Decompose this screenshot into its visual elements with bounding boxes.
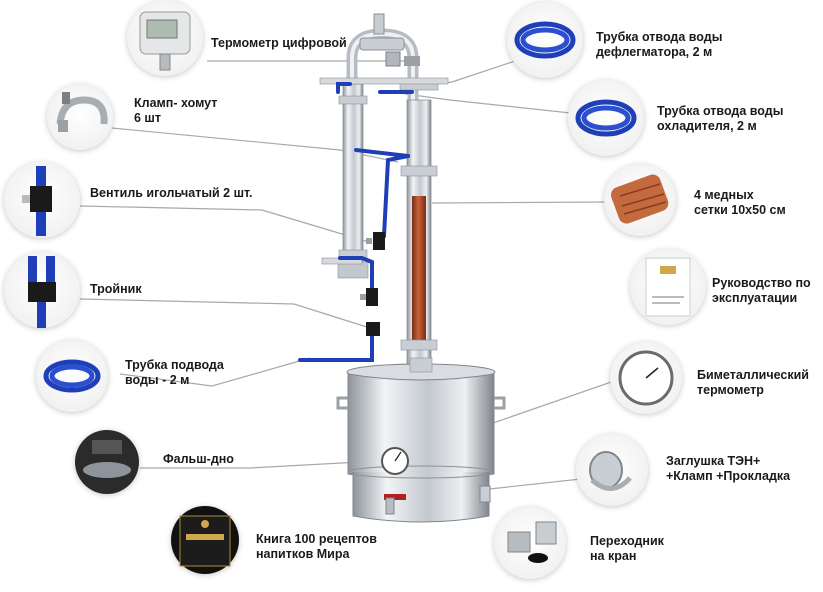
label-inlet-tube: Трубка подвода воды - 2 м	[125, 358, 224, 387]
leader-valve	[79, 205, 373, 244]
left-column	[342, 83, 364, 275]
label-copper-mesh: 4 медных сетки 10х50 см	[694, 188, 786, 217]
leader-clamp	[111, 127, 399, 163]
label-thermometer-digital: Термометр цифровой	[211, 36, 347, 50]
label-tee: Тройник	[90, 282, 142, 296]
clamp-icon	[47, 84, 113, 150]
false-bottom-icon	[75, 430, 139, 494]
needle-valves	[360, 232, 385, 306]
copper-mesh-icon	[604, 164, 676, 236]
leader-inlet	[119, 357, 311, 387]
needle-valve-icon	[4, 162, 80, 238]
leader-false-bottom	[140, 461, 361, 469]
distiller-apparatus	[298, 13, 506, 523]
label-cooler-tube: Трубка отвода воды охладителя, 2 м	[657, 104, 784, 133]
leader-tee	[79, 298, 371, 329]
tee-fitting	[366, 322, 380, 336]
recipe-book-icon	[171, 506, 239, 574]
dial-thermometer-icon	[610, 342, 682, 414]
label-manual: Руководство по эксплуатации	[712, 276, 811, 305]
top-valve	[373, 13, 385, 35]
heater-plug-icon	[576, 434, 648, 506]
label-needle-valve: Вентиль игольчатый 2 шт.	[90, 186, 253, 200]
tap-adapter-icon	[494, 507, 566, 579]
tee-fitting-icon	[4, 252, 80, 328]
copper-packing	[412, 196, 426, 348]
digital-thermometer-icon	[127, 0, 203, 76]
leader-plug	[479, 477, 591, 491]
label-false-bottom: Фальш-дно	[163, 452, 234, 466]
blue-tube-coil-icon-cooler	[568, 80, 644, 156]
label-recipe-book: Книга 100 рецептов напитков Мира	[256, 532, 377, 561]
manual-booklet-icon	[630, 249, 706, 325]
leader-mesh	[431, 201, 608, 204]
label-tap-adapter: Переходник на кран	[590, 534, 664, 563]
label-bimetal-thermometer: Биметаллический термометр	[697, 368, 809, 397]
leader-cooler	[404, 93, 581, 115]
label-dephlegmator-tube: Трубка отвода воды дефлегматора, 2 м	[596, 30, 723, 59]
label-clamp: Кламп- хомут 6 шт	[134, 96, 218, 125]
blue-tube-coil-icon-inlet	[36, 340, 108, 412]
blue-water-tubes	[298, 82, 414, 362]
blue-tube-coil-icon-dephlegmator	[507, 2, 583, 78]
boiler-pot	[347, 373, 495, 481]
label-heater-plug: Заглушка ТЭН+ +Кламп +Прокладка	[666, 454, 791, 483]
